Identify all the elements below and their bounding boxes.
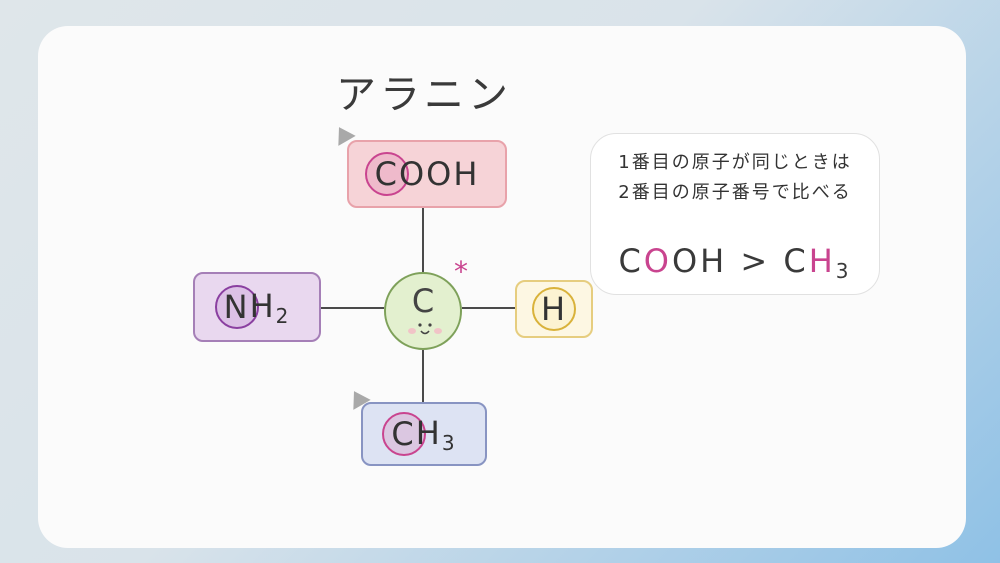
- priority-comparison: COOH > CH3: [618, 242, 852, 283]
- bond-top: [422, 206, 424, 272]
- group-ch3: C H3: [361, 402, 487, 466]
- group-h-atom: H: [540, 290, 568, 328]
- page-title: アラニン: [336, 72, 512, 118]
- group-ch3-first-atom: C: [391, 415, 416, 453]
- note-line-2: 2番目の原子番号で比べる: [618, 182, 852, 203]
- explanation-note: 1番目の原子が同じときは 2番目の原子番号で比べる COOH > CH3: [590, 133, 880, 295]
- group-nh2-first-atom: N: [223, 288, 250, 326]
- smile-face-icon: [408, 323, 442, 335]
- group-cooh-rest: OOH: [398, 155, 480, 193]
- chiral-carbon-label: C: [411, 282, 435, 320]
- bond-right: [462, 307, 516, 309]
- bond-bottom: [422, 350, 424, 402]
- note-line-1: 1番目の原子が同じときは: [618, 152, 852, 173]
- chiral-carbon: C: [384, 272, 462, 350]
- group-nh2-rest: H2: [249, 286, 291, 328]
- group-ch3-rest: H3: [415, 413, 457, 455]
- group-h: H: [515, 280, 593, 338]
- group-cooh-first-atom: C: [374, 155, 399, 193]
- group-nh2: N H2: [193, 272, 321, 342]
- group-cooh: C OOH: [347, 140, 507, 208]
- ring-highlight: N: [224, 288, 250, 326]
- bond-left: [320, 307, 384, 309]
- chiral-mark: *: [454, 255, 468, 288]
- ring-highlight: C: [375, 155, 399, 193]
- ring-highlight: C: [391, 415, 415, 453]
- ring-highlight: H: [541, 290, 567, 328]
